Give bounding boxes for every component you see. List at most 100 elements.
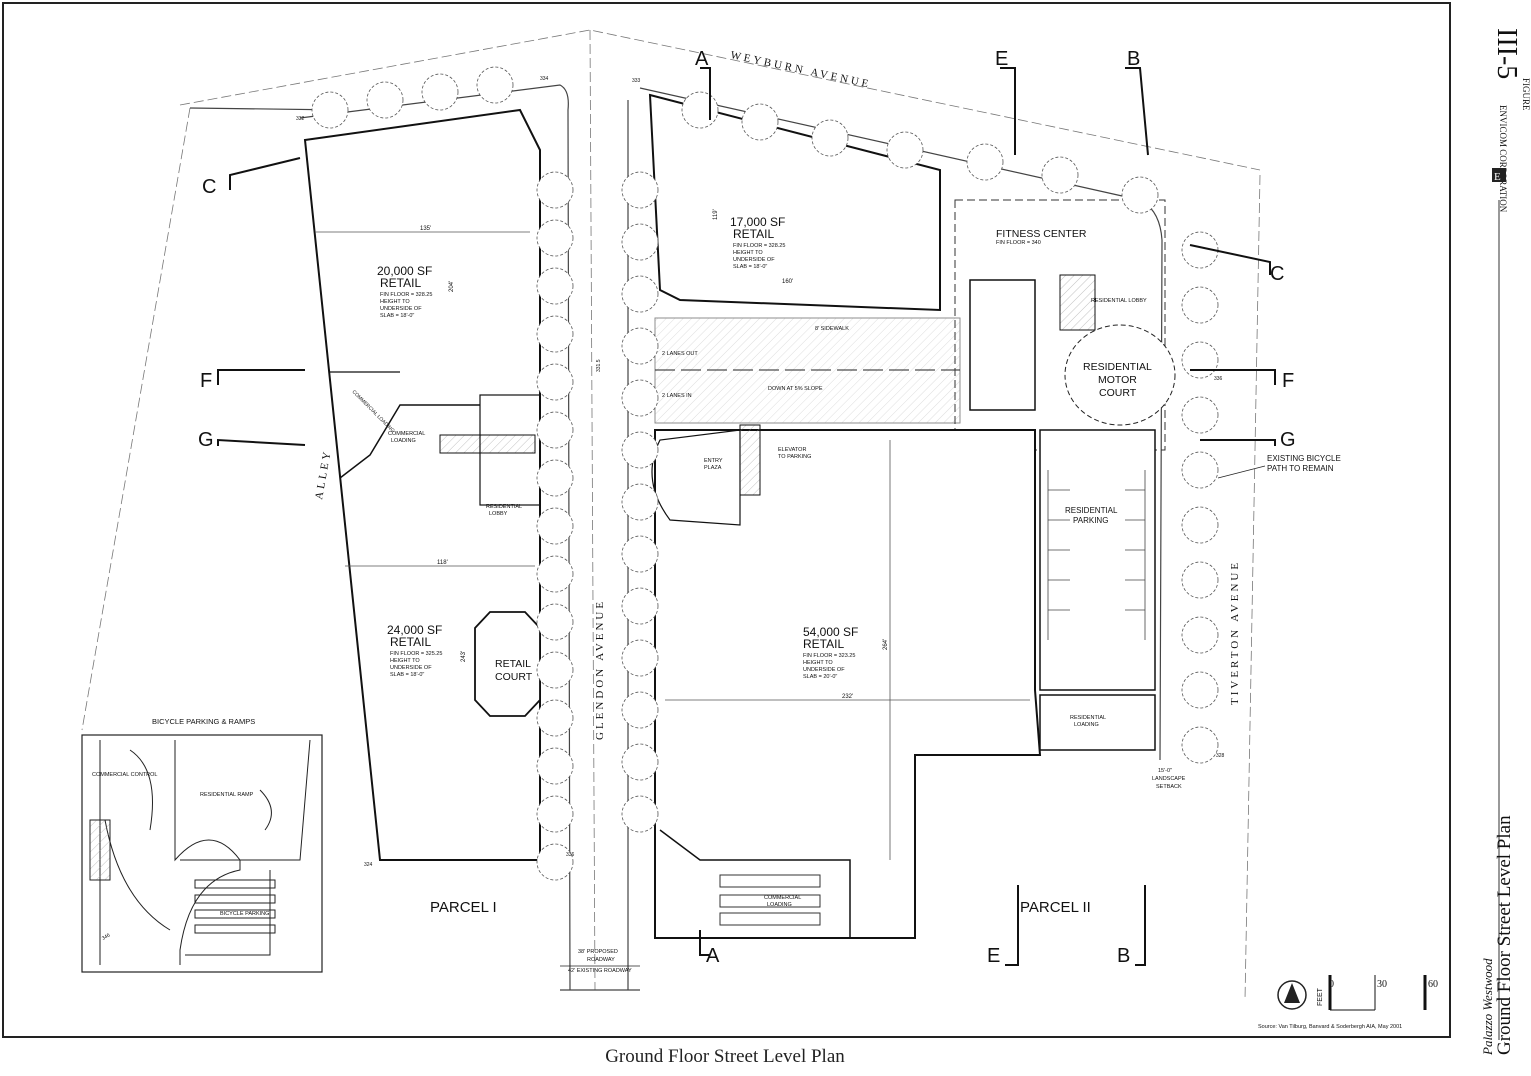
side-title: Ground Floor Street Level Plan [1494, 815, 1515, 1055]
roadway-existing: 42' EXISTING ROADWAY [568, 968, 632, 974]
retail-54000-dim-h: 264' [883, 639, 889, 650]
retail-54000-l1: FIN FLOOR = 323.25 [803, 653, 855, 659]
scale-unit: FEET [1317, 987, 1324, 1006]
figure-caption: Ground Floor Street Level Plan [605, 1046, 845, 1067]
retail-20000-l4: SLAB = 18'-0" [380, 313, 414, 319]
east-stair [1059, 274, 1096, 331]
elev-6: 336 [1214, 376, 1223, 382]
residential-parking-l1: RESIDENTIAL [1065, 506, 1118, 515]
retail-20000-l3: UNDERSIDE OF [380, 306, 422, 312]
retail-17000-l3: UNDERSIDE OF [733, 257, 775, 263]
tree-icon [421, 73, 459, 111]
elev-8: 328 [1216, 753, 1225, 759]
motor-court-l1: RESIDENTIAL [1083, 361, 1152, 373]
retail-17000-dim-w: 160' [782, 279, 793, 285]
bike-path-l1: EXISTING BICYCLE [1267, 454, 1341, 463]
bike-path-l2: PATH TO REMAIN [1267, 464, 1334, 473]
tree-icon [536, 699, 574, 737]
tree-icon [1181, 671, 1219, 709]
retail-24000-title: 24,000 SF [387, 623, 442, 637]
entry-plaza-l2: PLAZA [704, 465, 722, 471]
section-e-top: E [995, 48, 1008, 70]
tree-icon [536, 219, 574, 257]
section-c-right: C [1270, 263, 1284, 285]
source-note: Source: Van Tilburg, Banvard & Soderberg… [1258, 1024, 1402, 1030]
retail-20000-dim-h: 204' [449, 281, 455, 292]
residential-loading-l1: RESIDENTIAL [1070, 715, 1106, 721]
bicycle-inset-frame [81, 734, 323, 973]
tree-icon [621, 171, 659, 209]
elev-3: 333 [632, 78, 641, 84]
tree-icon [621, 535, 659, 573]
commercial-loading-l1: COMMERCIAL [764, 895, 801, 901]
loading-bays [719, 874, 821, 926]
fitness-block [969, 279, 1036, 411]
fitness-title: FITNESS CENTER [996, 228, 1087, 240]
loading-wall [339, 404, 480, 479]
tree-icon [536, 411, 574, 449]
sidewalk-label: 8' SIDEWALK [815, 326, 849, 332]
section-c-left: C [202, 176, 216, 198]
section-g-right: G [1280, 429, 1296, 451]
tree-icon [621, 431, 659, 469]
tree-icon [741, 103, 779, 141]
retail-24000-dim-h: 243' [461, 651, 467, 662]
lanes-out-label: 2 LANES OUT [662, 351, 698, 357]
elev-5: 336 [566, 852, 575, 858]
tree-icon [1181, 396, 1219, 434]
scale-bar [1328, 975, 1427, 1011]
roadway-proposed-l2: ROADWAY [587, 957, 615, 963]
retail-17000-sub: RETAIL [733, 227, 774, 241]
section-b-top: B [1127, 48, 1140, 70]
elevator-l1: ELEVATOR [778, 447, 806, 453]
tree-icon [366, 81, 404, 119]
street-tiverton: TIVERTON AVENUE [1229, 560, 1241, 705]
retail-24000-sub: RETAIL [390, 635, 431, 649]
section-e-bottom: E [987, 945, 1000, 967]
parcel-2-north-footprint [648, 93, 941, 312]
retail-54000-l2: HEIGHT TO [803, 660, 833, 666]
retail-17000-title: 17,000 SF [730, 215, 785, 229]
tree-icon [536, 171, 574, 209]
retail-20000-title: 20,000 SF [377, 264, 432, 278]
retail-court-footprint [474, 611, 541, 717]
tree-icon [621, 483, 659, 521]
inset-ramp-level: 346 [101, 932, 111, 941]
tree-icon [966, 143, 1004, 181]
tree-icon [1121, 176, 1159, 214]
west-stair [439, 434, 536, 454]
retail-54000-l4: SLAB = 20'-0" [803, 674, 837, 680]
parcel-1-label: PARCEL I [430, 899, 497, 916]
retail-17000-l1: FIN FLOOR = 328.25 [733, 243, 785, 249]
section-lines [217, 67, 1276, 966]
tree-icon [536, 795, 574, 833]
section-a-top: A [695, 48, 709, 70]
commercial-loading-alley-l1: COMMERCIAL [388, 431, 425, 437]
tree-icon [1181, 451, 1219, 489]
tree-icon [621, 223, 659, 261]
tree-icon [1181, 561, 1219, 599]
retail-54000-title: 54,000 SF [803, 625, 858, 639]
residential-parking-l2: PARKING [1073, 516, 1108, 525]
residential-parking-block [1039, 429, 1156, 691]
sheet-border [2, 2, 1451, 1038]
roadway-proposed-l1: 38' PROPOSED [578, 949, 618, 955]
landscape-l3: SETBACK [1156, 784, 1182, 790]
inset-title: BICYCLE PARKING & RAMPS [152, 717, 255, 726]
retail-24000-l1: FIN FLOOR = 325.25 [390, 651, 442, 657]
residential-loading-l2: LOADING [1074, 722, 1099, 728]
street-alley: ALLEY [313, 448, 334, 500]
tree-icon [886, 131, 924, 169]
tree-icon [536, 459, 574, 497]
retail-24000-l2: HEIGHT TO [390, 658, 420, 664]
retail-20000-l2: HEIGHT TO [380, 299, 410, 305]
elevator-core [739, 424, 761, 496]
tree-icon [1181, 286, 1219, 324]
property-lines [81, 29, 1261, 1001]
figure-label: FIGURE [1521, 78, 1531, 111]
entry-plaza-l1: ENTRY [704, 458, 723, 464]
elev-7: 331.5 [596, 359, 602, 372]
landscape-l2: LANDSCAPE [1152, 776, 1186, 782]
parcel-2-label: PARCEL II [1020, 899, 1091, 916]
